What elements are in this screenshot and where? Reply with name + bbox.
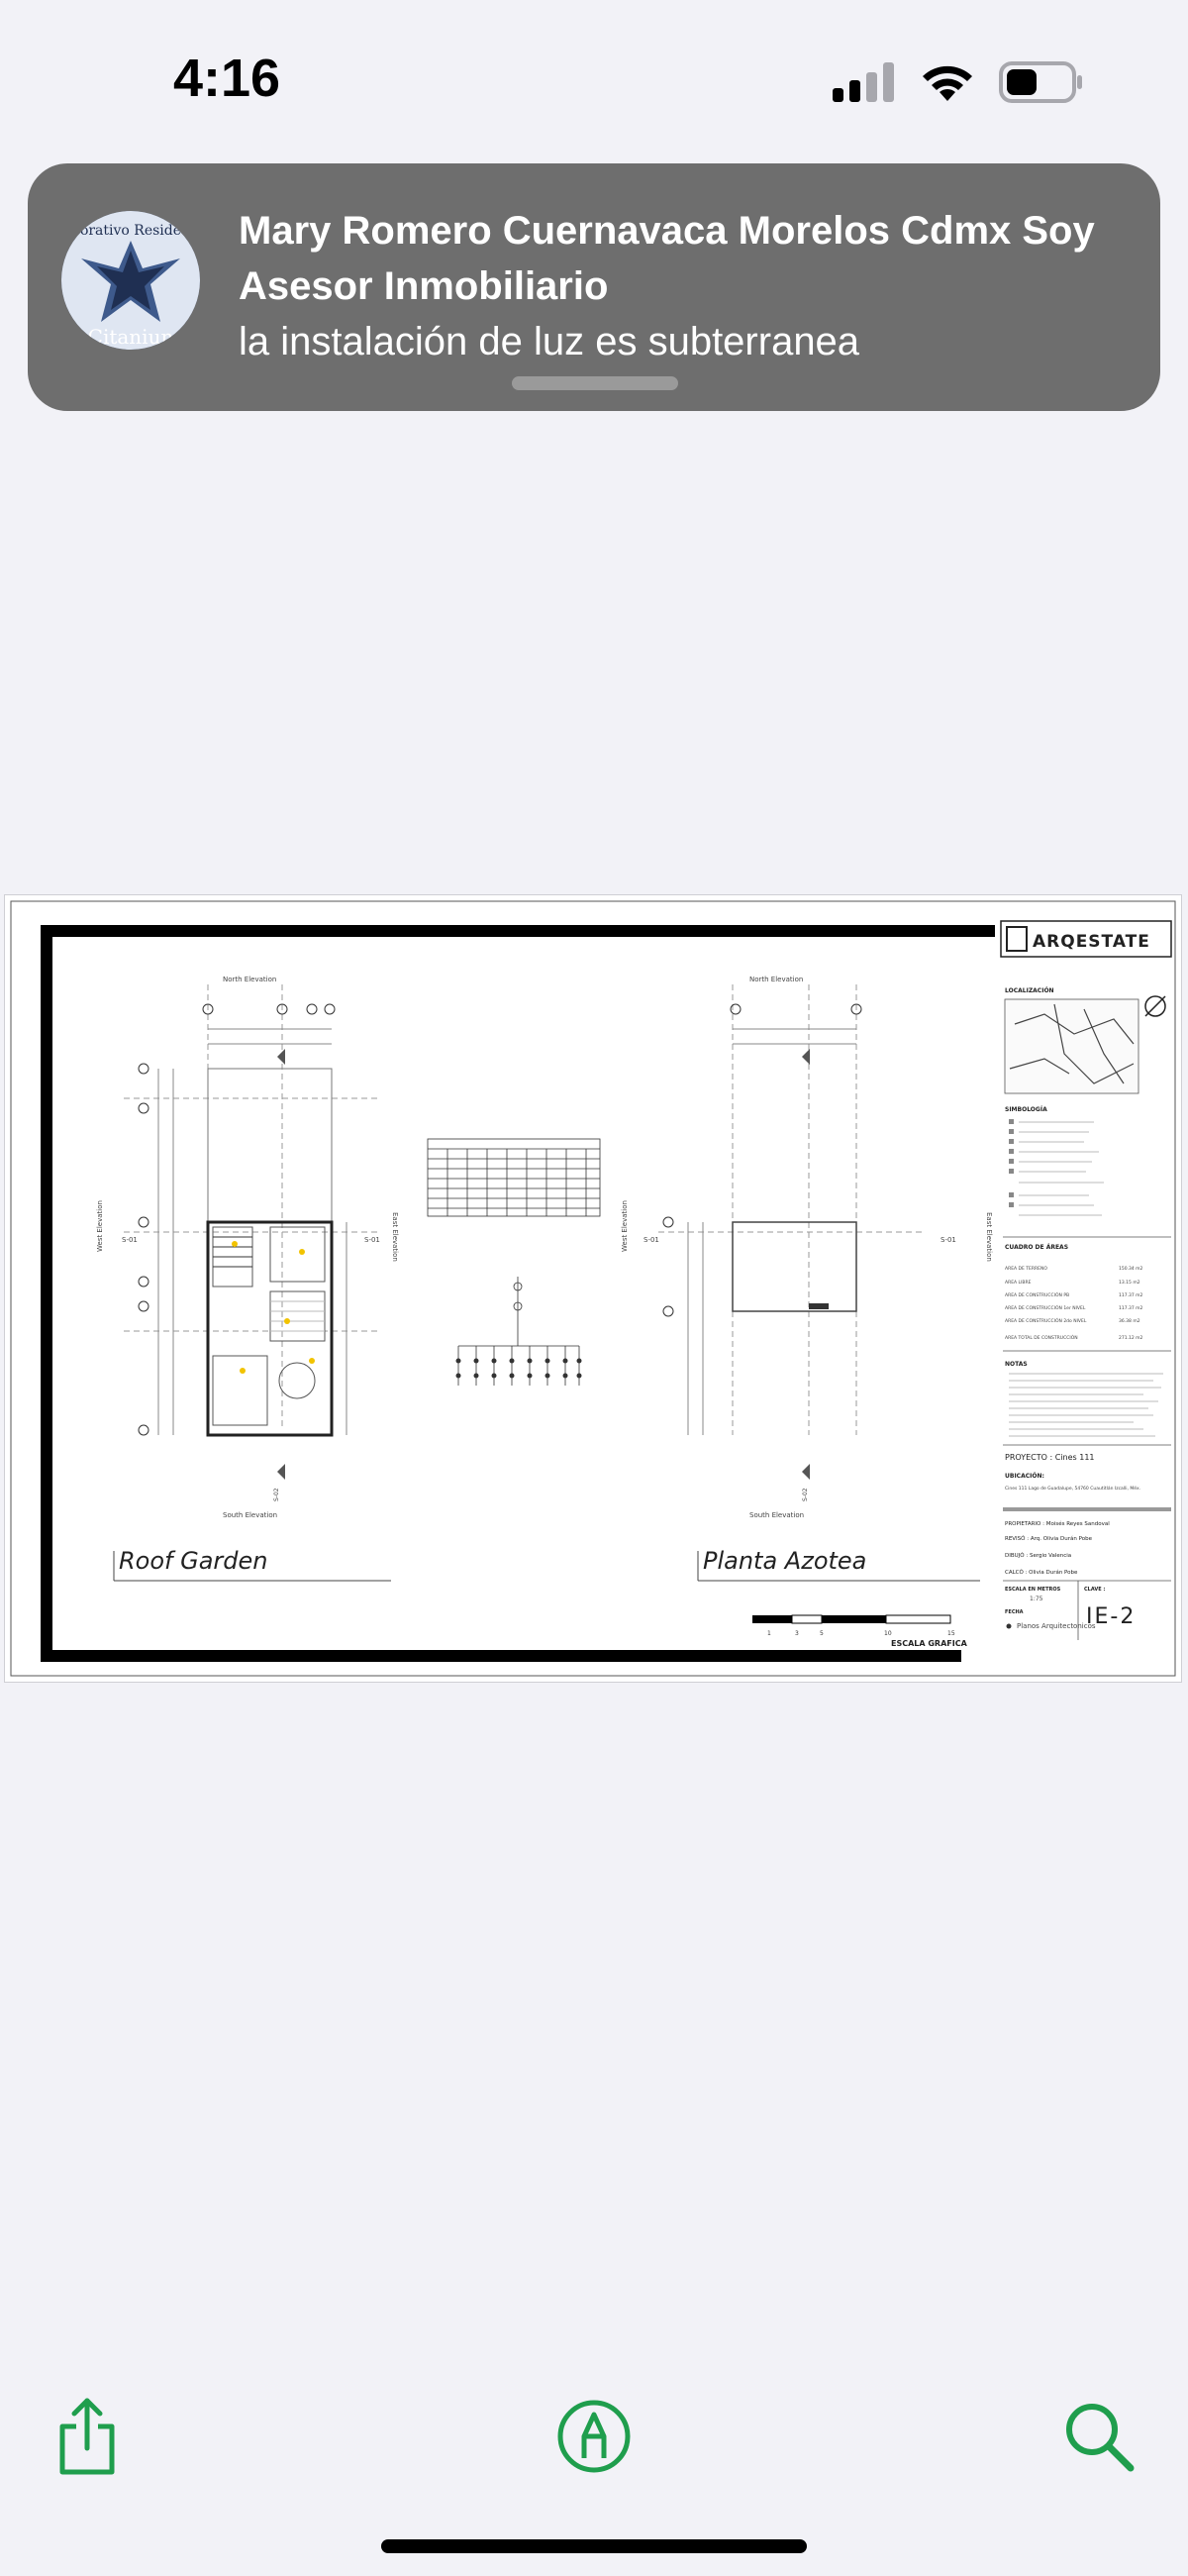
- svg-text:SIMBOLOGÍA: SIMBOLOGÍA: [1005, 1105, 1047, 1113]
- title-block: ARQESTATE LOCALIZACIÓN SIMBOLOGÍA: [1000, 920, 1172, 1640]
- svg-text:S-02: S-02: [273, 1488, 280, 1501]
- svg-text:S-01: S-01: [940, 1236, 956, 1244]
- svg-text:West Elevation: West Elevation: [621, 1200, 629, 1252]
- svg-text:DIBUJÓ : Sergio Valencia: DIBUJÓ : Sergio Valencia: [1005, 1552, 1071, 1559]
- svg-text:13.15 m2: 13.15 m2: [1119, 1280, 1140, 1286]
- status-bar: 4:16: [0, 0, 1188, 158]
- svg-text:West Elevation: West Elevation: [96, 1200, 104, 1252]
- search-icon: [1066, 2404, 1135, 2472]
- markup-icon: [557, 2400, 631, 2473]
- svg-text:5: 5: [820, 1630, 824, 1637]
- svg-text:PROYECTO : Cines 111: PROYECTO : Cines 111: [1005, 1453, 1095, 1462]
- svg-text:South Elevation: South Elevation: [749, 1511, 804, 1519]
- notification-body: la instalación de luz es subterranea: [239, 320, 860, 363]
- svg-text:S-01: S-01: [122, 1236, 138, 1244]
- cellular-signal-icon: [833, 62, 894, 102]
- svg-text:117.37 m2: 117.37 m2: [1119, 1305, 1143, 1311]
- sheet-code: IE-2: [1086, 1604, 1136, 1629]
- share-button[interactable]: [38, 2387, 137, 2486]
- share-icon: [59, 2398, 115, 2475]
- svg-text:AREA DE TERRENO: AREA DE TERRENO: [1005, 1266, 1047, 1272]
- wifi-icon: [923, 65, 972, 101]
- notification-banner[interactable]: orativo Reside Citaniun Mary Romero Cuer…: [28, 163, 1160, 411]
- svg-text:ESCALA GRAFICA: ESCALA GRAFICA: [891, 1639, 968, 1648]
- svg-text:3: 3: [795, 1630, 799, 1637]
- svg-text:AREA DE CONSTRUCCIÓN PB: AREA DE CONSTRUCCIÓN PB: [1005, 1291, 1069, 1298]
- svg-text:PROPIETARIO : Moisés Reyes San: PROPIETARIO : Moisés Reyes Sandoval: [1005, 1520, 1110, 1527]
- plan-title-right: Planta Azotea: [703, 1547, 866, 1575]
- svg-text:North Elevation: North Elevation: [749, 976, 803, 983]
- svg-text:10: 10: [884, 1630, 892, 1637]
- svg-text:East Elevation: East Elevation: [391, 1212, 399, 1262]
- svg-text:LOCALIZACIÓN: LOCALIZACIÓN: [1005, 987, 1054, 994]
- document-page[interactable]: North Elevation South Elevation West Ele…: [4, 894, 1182, 1683]
- svg-text:REVISÓ : Arq. Olivia Durán Pob: REVISÓ : Arq. Olivia Durán Pobe: [1005, 1535, 1093, 1542]
- svg-text:orativo Reside: orativo Reside: [80, 223, 181, 239]
- svg-text:117.37 m2: 117.37 m2: [1119, 1292, 1143, 1298]
- battery-icon: [999, 61, 1082, 103]
- svg-text:S-02: S-02: [802, 1488, 809, 1501]
- roof-garden-plan: [124, 984, 381, 1480]
- svg-text:36.38 m2: 36.38 m2: [1119, 1318, 1140, 1324]
- eagle-logo-icon: orativo Reside Citaniun: [61, 211, 200, 350]
- search-button[interactable]: [1049, 2387, 1148, 2486]
- svg-text:Cines 111 Lago de Guadalupe, 5: Cines 111 Lago de Guadalupe, 54760 Cuaut…: [1005, 1485, 1140, 1492]
- svg-text:ARQESTATE: ARQESTATE: [1033, 932, 1150, 952]
- scale-bar: 1 3 5 10 15 ESCALA GRAFICA: [752, 1614, 968, 1648]
- notification-title: Mary Romero Cuernavaca Morelos Cdmx Soy …: [239, 209, 1095, 308]
- svg-text:15: 15: [947, 1630, 955, 1637]
- svg-text:UBICACIÓN:: UBICACIÓN:: [1005, 1473, 1044, 1480]
- markup-button[interactable]: [544, 2387, 644, 2486]
- single-line-diagram: [457, 1277, 580, 1386]
- svg-text:East Elevation: East Elevation: [985, 1212, 993, 1262]
- svg-text:FECHA: FECHA: [1005, 1609, 1024, 1615]
- svg-text:AREA DE CONSTRUCCIÓN 1er NIVEL: AREA DE CONSTRUCCIÓN 1er NIVEL: [1005, 1304, 1086, 1311]
- svg-text:NOTAS: NOTAS: [1005, 1361, 1028, 1368]
- svg-text:1: 1: [767, 1630, 771, 1637]
- svg-text:AREA TOTAL DE CONSTRUCCIÓN: AREA TOTAL DE CONSTRUCCIÓN: [1005, 1334, 1078, 1341]
- svg-text:CLAVE :: CLAVE :: [1084, 1587, 1105, 1593]
- svg-text:S-01: S-01: [644, 1236, 659, 1244]
- svg-text:AREA DE CONSTRUCCIÓN 2do NIVEL: AREA DE CONSTRUCCIÓN 2do NIVEL: [1005, 1317, 1087, 1324]
- bottom-toolbar: [0, 2357, 1188, 2516]
- svg-text:North Elevation: North Elevation: [223, 976, 276, 983]
- svg-text:271.12 m2: 271.12 m2: [1119, 1335, 1143, 1341]
- svg-text:Planos Arquitectonicos: Planos Arquitectonicos: [1017, 1622, 1096, 1630]
- svg-text:CUADRO DE ÁREAS: CUADRO DE ÁREAS: [1005, 1244, 1068, 1251]
- svg-text:ESCALA EN METROS: ESCALA EN METROS: [1005, 1587, 1061, 1593]
- svg-text:AREA LIBRE: AREA LIBRE: [1005, 1280, 1032, 1286]
- planta-azotea-plan: [658, 984, 926, 1480]
- plan-title-left: Roof Garden: [119, 1547, 268, 1575]
- notification-avatar: orativo Reside Citaniun: [61, 211, 200, 350]
- load-table: [427, 1138, 601, 1217]
- svg-text:South Elevation: South Elevation: [223, 1511, 277, 1519]
- notification-grabber[interactable]: [512, 376, 678, 390]
- svg-text:1:75: 1:75: [1030, 1596, 1043, 1602]
- svg-text:CALCÓ : Olivia Durán Pobe: CALCÓ : Olivia Durán Pobe: [1005, 1569, 1078, 1576]
- architectural-drawing: North Elevation South Elevation West Ele…: [10, 900, 1176, 1677]
- status-icons: [833, 61, 1084, 103]
- svg-text:150.34 m2: 150.34 m2: [1119, 1266, 1143, 1272]
- svg-text:Citaniun: Citaniun: [88, 325, 174, 349]
- svg-text:S-01: S-01: [364, 1236, 380, 1244]
- home-indicator[interactable]: [381, 2539, 807, 2553]
- status-time: 4:16: [173, 49, 281, 108]
